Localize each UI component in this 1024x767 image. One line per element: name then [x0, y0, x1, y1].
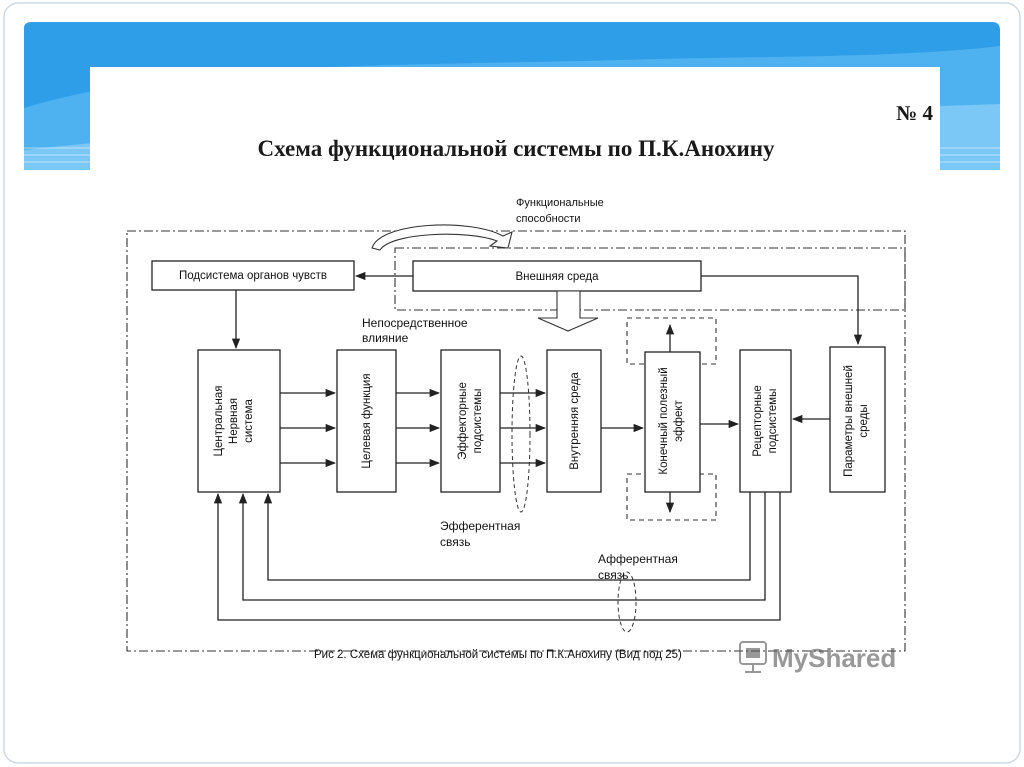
slide-title: Схема функциональной системы по П.К.Анох… [257, 136, 775, 161]
watermark-brand: MyShared [772, 643, 896, 673]
target-function-box [336, 349, 397, 493]
efferent-label: Эфферентная [440, 519, 520, 533]
forward-connections [280, 388, 830, 468]
slide-number: № 4 [896, 101, 933, 125]
afferent-ellipse [617, 571, 637, 633]
effector-subsystems-box [440, 349, 501, 493]
receptor-subsystems-box [739, 349, 792, 493]
useful-result-box [644, 351, 701, 493]
direct-influence-label-2: влияние [362, 331, 409, 345]
efferent-ellipse [511, 355, 531, 513]
sensory-subsystem-box [151, 260, 355, 291]
sensory-subsystem-label: Подсистема органов чувств [179, 270, 327, 282]
external-params-label-2: среды [858, 404, 870, 437]
cns-label-1: Центральная [213, 386, 225, 457]
watermark-logo-icon [739, 641, 767, 673]
internal-environment-box [546, 349, 602, 493]
afferent-feedback-lines [213, 492, 781, 621]
environment-boundary [394, 247, 906, 311]
result-label-2: эффект [673, 399, 685, 441]
direct-influence-arrow [537, 290, 599, 332]
cns-box [197, 349, 281, 493]
direct-influence-label: Непосредственное [362, 316, 468, 330]
effector-label-1: Эффекторные [457, 382, 469, 460]
myshared-watermark: MyShared [739, 641, 896, 673]
functional-abilities-label: Функциональные [516, 197, 604, 209]
result-label-1: Конечный полезный [658, 367, 670, 474]
afferent-label-2: связь [598, 568, 629, 582]
result-bottom-bracket [626, 473, 717, 521]
internal-environment-label: Внутренняя среда [569, 372, 581, 470]
figure-caption: Рис 2. Схема функциональной системы по П… [314, 649, 682, 661]
external-params-box [829, 346, 886, 493]
target-function-label: Целевая функция [361, 373, 373, 468]
result-top-bracket [626, 317, 717, 365]
receptor-label-2: подсистемы [767, 389, 779, 454]
functional-abilities-label-2: способности [516, 213, 581, 225]
effector-label-2: подсистемы [472, 389, 484, 454]
receptor-label-1: Рецепторные [752, 385, 764, 457]
cns-label-2: Нервная [228, 398, 240, 444]
external-environment-label: Внешняя среда [515, 271, 599, 283]
system-boundary [126, 230, 906, 652]
external-params-label-1: Параметры внешней [843, 365, 855, 477]
efferent-label-2: связь [440, 535, 471, 549]
cns-label-3: система [243, 399, 255, 443]
functional-abilities-arrow [371, 224, 513, 251]
afferent-label: Афферентная [598, 552, 678, 566]
